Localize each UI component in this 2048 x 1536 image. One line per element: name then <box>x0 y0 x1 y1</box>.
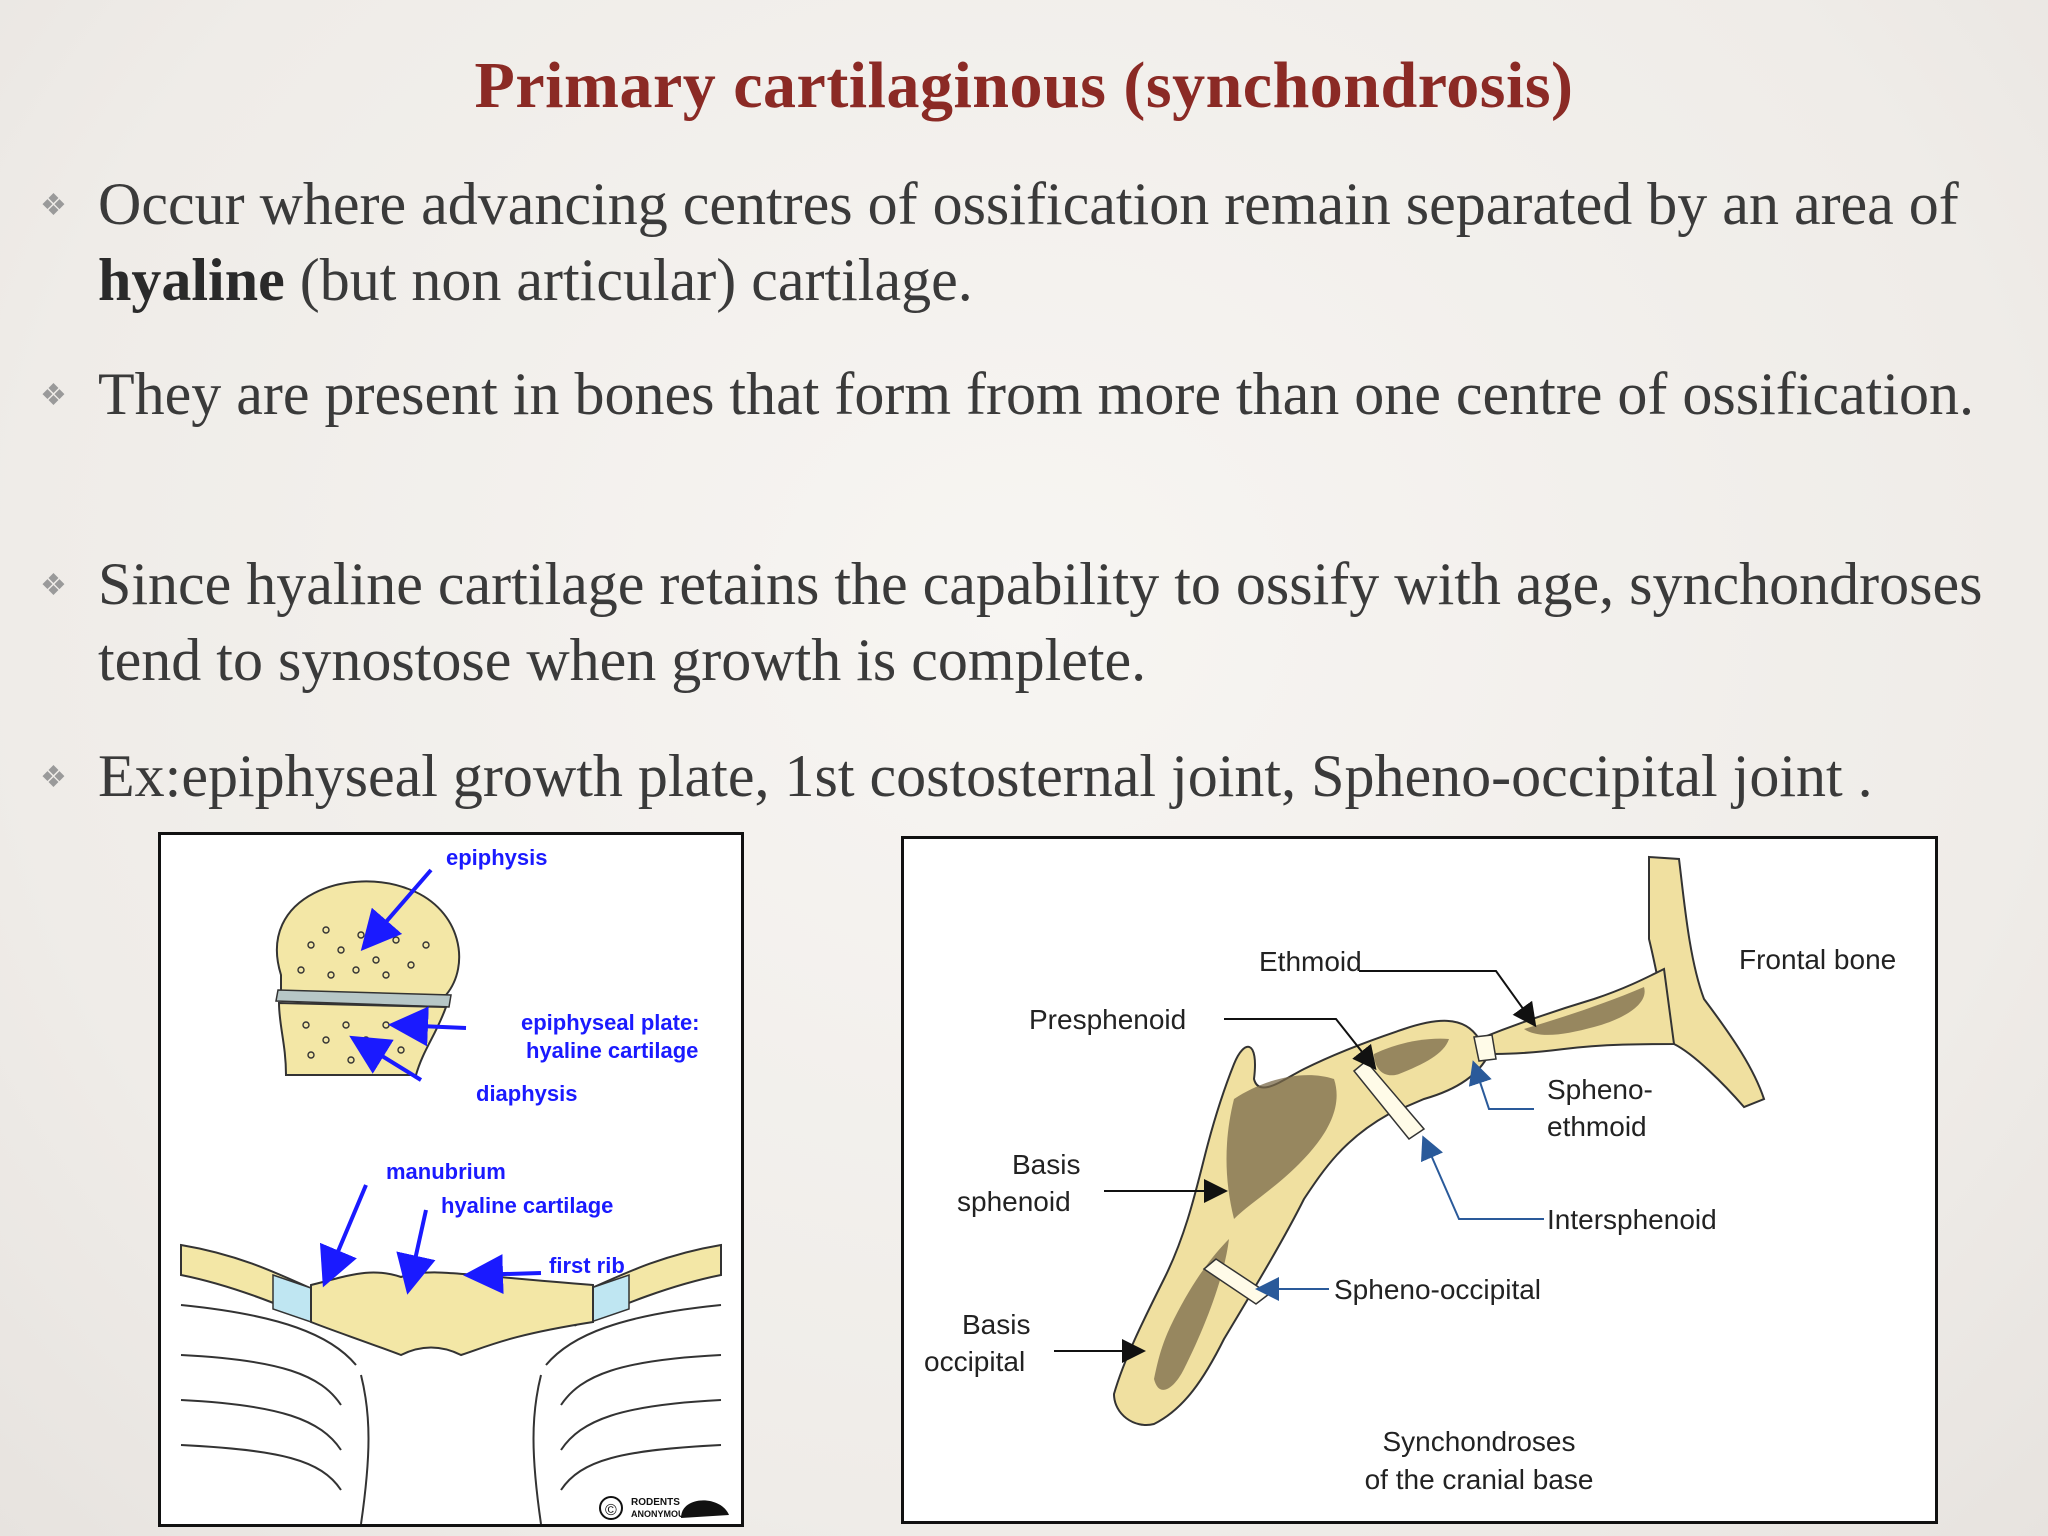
bullet-text: Since hyaline cartilage retains the capa… <box>98 551 1983 693</box>
bullet-text-post: (but non articular) cartilage. <box>284 247 973 313</box>
label-first-rib: first rib <box>549 1253 625 1278</box>
label-ethmoid: Ethmoid <box>1259 946 1362 977</box>
label-basis-sphenoid-2: sphenoid <box>957 1186 1071 1217</box>
bullet-text: They are present in bones that form from… <box>98 361 1975 427</box>
bullet-item: ❖ Since hyaline cartilage retains the ca… <box>40 546 2038 698</box>
bullet-text: Ex:epiphyseal growth plate, 1st costoste… <box>98 743 1873 809</box>
ethmoid-shape <box>1477 967 1676 1056</box>
label-basis-occipital-1: Basis <box>962 1309 1030 1340</box>
porous-basisphenoid <box>1226 1075 1337 1219</box>
figure-epiphysis-costosternal: epiphysis epiphyseal plate: hyaline cart… <box>158 832 744 1527</box>
manubrium-shape <box>310 1271 594 1357</box>
diamond-bullet-icon: ❖ <box>40 761 67 794</box>
label-manubrium: manubrium <box>386 1159 506 1184</box>
mouse-logo-icon <box>681 1500 729 1518</box>
figure-cranial-base: Ethmoid Frontal bone Presphenoid Spheno-… <box>901 836 1938 1524</box>
label-spheno-occipital: Spheno-occipital <box>1334 1274 1541 1305</box>
label-epiphysis: epiphysis <box>446 845 547 870</box>
label-intersphenoid: Intersphenoid <box>1547 1204 1717 1235</box>
bullet-text-pre: Occur where advancing centres of ossific… <box>98 171 1959 237</box>
label-frontal-bone: Frontal bone <box>1739 944 1896 975</box>
credit-anonymouse: ANONYMOUSE <box>631 1509 697 1519</box>
label-diaphysis: diaphysis <box>476 1081 577 1106</box>
spheno-ethmoid-band <box>1473 1034 1497 1062</box>
porous-occipital <box>1154 1239 1229 1390</box>
label-basis-sphenoid-1: Basis <box>1012 1149 1080 1180</box>
copyright-icon <box>599 1496 623 1520</box>
label-hyaline-cartilage: hyaline cartilage <box>441 1193 613 1218</box>
diamond-bullet-icon: ❖ <box>40 569 67 602</box>
porous-presphenoid <box>1374 1038 1449 1076</box>
epiphysis-shape <box>275 880 461 996</box>
hyaline-left-shape <box>272 1273 312 1324</box>
bullet-item: ❖ They are present in bones that form fr… <box>40 356 2038 432</box>
cranial-base-illustration: Ethmoid Frontal bone Presphenoid Spheno-… <box>924 855 1896 1495</box>
slide-title: Primary cartilaginous (synchondrosis) <box>474 49 1574 122</box>
label-spheno-ethmoid-1: Spheno- <box>1547 1074 1653 1105</box>
credit-rodents: RODENTS <box>631 1497 680 1508</box>
label-epiphyseal-plate: epiphyseal plate: <box>521 1010 700 1035</box>
caption-line-1: Synchondroses <box>1382 1426 1575 1457</box>
label-epiphyseal-plate-hyaline: hyaline cartilage <box>526 1038 698 1063</box>
label-spheno-ethmoid-2: ethmoid <box>1547 1111 1647 1142</box>
caption-line-2: of the cranial base <box>1365 1464 1594 1495</box>
bullet-text-bold: hyaline <box>98 247 285 313</box>
sphenoid-occipital-shape <box>1112 1019 1491 1426</box>
epiphyseal-plate-shape <box>275 989 452 1008</box>
hyaline-right-shape <box>590 1273 630 1324</box>
epiphysis-illustration: epiphysis epiphyseal plate: hyaline cart… <box>180 845 729 1525</box>
bullet-item: ❖ Ex:epiphyseal growth plate, 1st costos… <box>40 738 2038 814</box>
bullet-item: ❖ Occur where advancing centres of ossif… <box>40 166 2038 318</box>
label-basis-occipital-2: occipital <box>924 1346 1025 1377</box>
copyright-symbol: © <box>605 1502 617 1519</box>
diamond-bullet-icon: ❖ <box>40 189 67 222</box>
diamond-bullet-icon: ❖ <box>40 379 67 412</box>
rib-cage-lines <box>180 1304 722 1525</box>
porous-ethmoid <box>1524 987 1645 1035</box>
label-presphenoid: Presphenoid <box>1029 1004 1186 1035</box>
